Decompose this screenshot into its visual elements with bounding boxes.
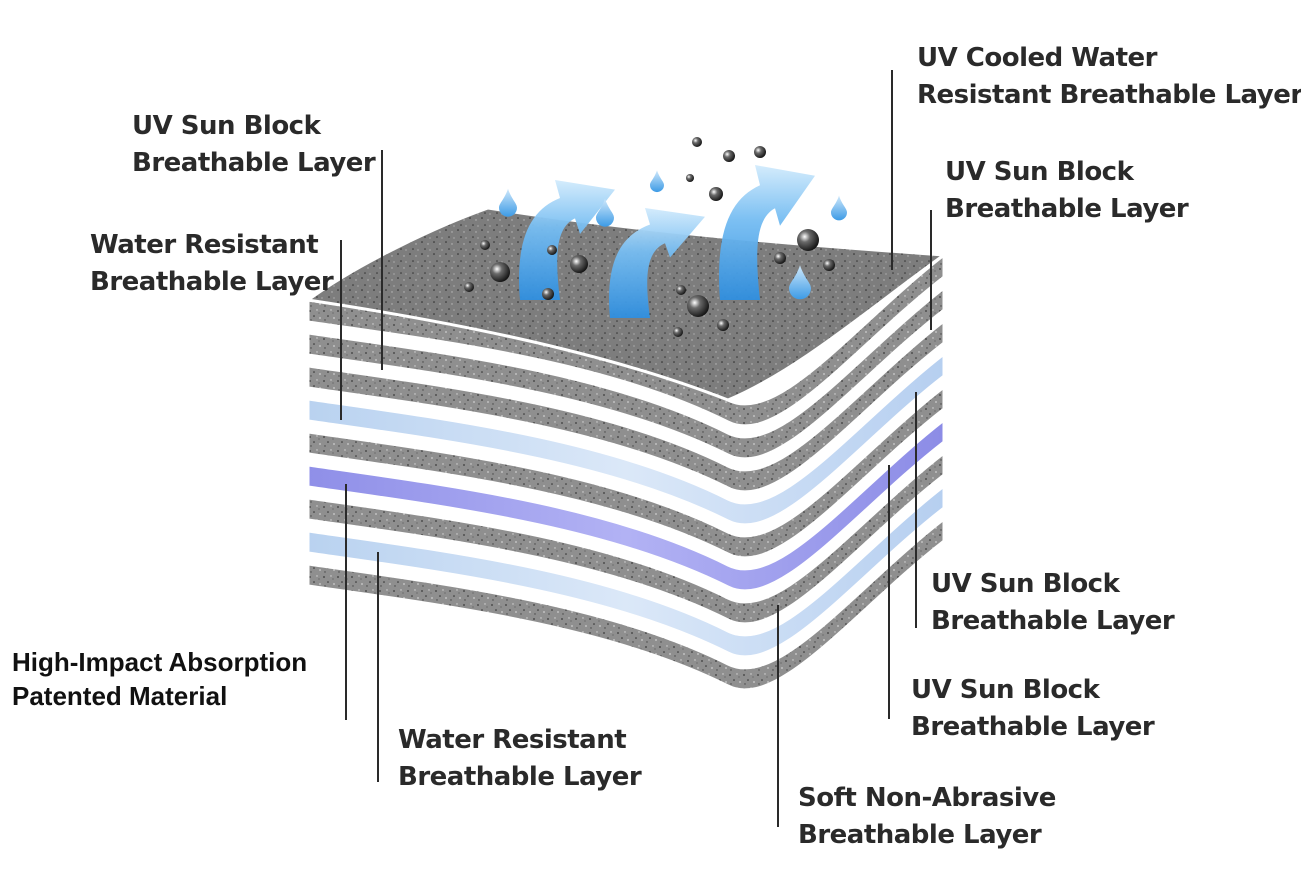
water-droplet-icon [831,195,847,221]
leader-line [340,240,342,420]
label-uv-sun-block-right-mid: UV Sun Block Breathable Layer [931,566,1175,640]
label-line: UV Cooled Water [917,43,1157,73]
water-bead-icon [754,146,766,158]
fabric-layer-4 [306,350,946,527]
vapor-arrow-icon [519,180,615,300]
fabric-layer-2 [306,284,946,461]
leader-line [891,70,893,270]
leader-line [377,552,379,782]
water-bead-icon [480,240,490,250]
label-line: Water Resistant [398,725,627,755]
water-bead-icon [542,288,554,300]
leader-line [777,605,779,827]
leader-line [930,210,932,330]
water-bead-icon [823,259,835,271]
label-uv-cooled-water-resistant: UV Cooled Water Resistant Breathable Lay… [917,40,1301,114]
label-uv-sun-block-right-low: UV Sun Block Breathable Layer [911,672,1155,746]
leader-line [888,465,890,719]
water-bead-icon [692,137,702,147]
water-bead-icon [673,327,683,337]
label-line: Breathable Layer [911,712,1155,742]
label-uv-sun-block-top-left: UV Sun Block Breathable Layer [132,108,376,182]
label-line: Resistant Breathable Layer [917,80,1301,110]
label-line: High-Impact Absorption [12,647,308,677]
water-bead-icon [687,295,709,317]
label-line: Breathable Layer [90,267,334,297]
label-soft-non-abrasive: Soft Non-Abrasive Breathable Layer [798,780,1056,854]
fabric-layer-8 [306,482,946,659]
fabric-layer-5 [306,383,946,560]
vapor-arrow-icon [719,165,815,300]
label-line: UV Sun Block [911,675,1100,705]
fabric-layer-9 [306,515,946,692]
water-bead-icon [676,285,686,295]
water-bead-icon [547,245,557,255]
water-droplet-icon [596,198,614,227]
label-uv-sun-block-right-upper: UV Sun Block Breathable Layer [945,154,1189,228]
label-line: UV Sun Block [931,569,1120,599]
leader-line [345,484,347,720]
water-bead-icon [717,319,729,331]
water-droplet-icon [789,265,811,300]
fabric-layer-6 [306,416,946,593]
label-water-resistant-left-upper: Water Resistant Breathable Layer [90,227,334,301]
fabric-layer-7 [306,449,946,626]
label-high-impact-absorption: High-Impact Absorption Patented Material [12,645,307,713]
label-line: UV Sun Block [945,157,1134,187]
label-line: Breathable Layer [798,820,1042,850]
water-droplet-icon [650,170,664,193]
label-line: Breathable Layer [398,762,642,792]
water-bead-icon [570,255,588,273]
label-line: Water Resistant [90,230,319,260]
water-bead-icon [686,174,694,182]
water-bead-icon [490,262,510,282]
label-line: Breathable Layer [945,194,1189,224]
water-bead-icon [464,282,474,292]
label-line: Soft Non-Abrasive [798,783,1056,813]
vapor-arrow-icon [609,208,705,318]
label-line: Patented Material [12,681,228,711]
water-bead-icon [797,229,819,251]
water-droplet-icon [499,188,517,217]
water-bead-icon [709,187,723,201]
label-line: Breathable Layer [132,148,376,178]
leader-line [381,150,383,370]
label-water-resistant-bottom: Water Resistant Breathable Layer [398,722,642,796]
label-line: Breathable Layer [931,606,1175,636]
leader-line [915,392,917,628]
label-line: UV Sun Block [132,111,321,141]
water-bead-icon [774,252,786,264]
fabric-layer-3 [306,317,946,494]
water-bead-icon [723,150,735,162]
